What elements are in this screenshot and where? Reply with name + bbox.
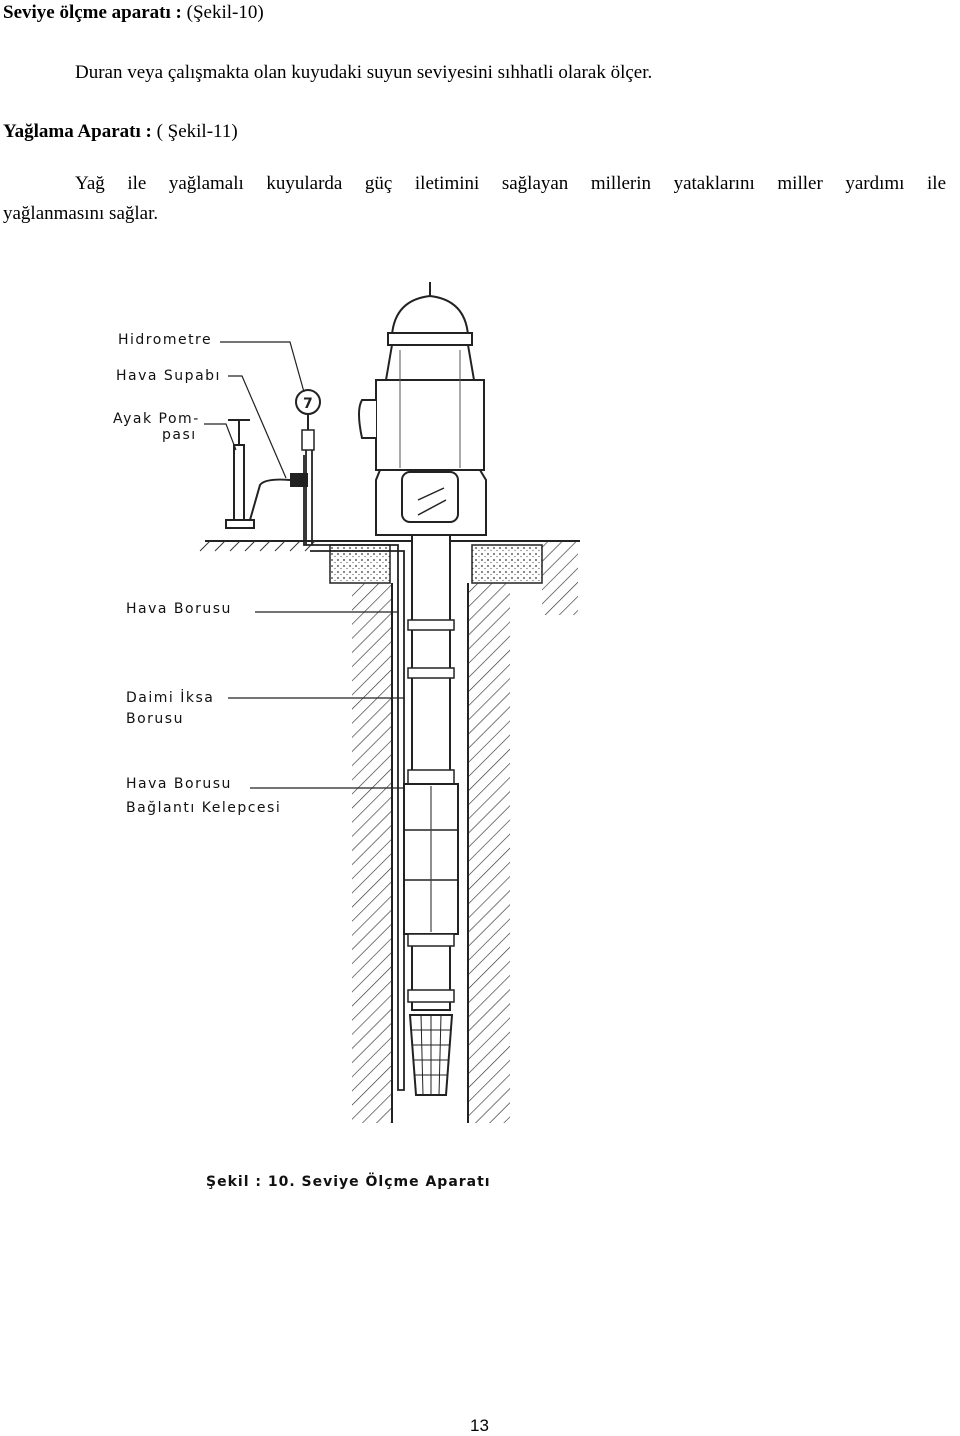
foot-pump-hose: [249, 478, 291, 521]
junction-box: [358, 399, 376, 439]
section-heading-yaglama: Yağlama Aparatı : ( Şekil-11): [3, 121, 238, 143]
label-ayak-pompasi-2: pası: [162, 427, 197, 443]
label-ayak-pompasi-1: Ayak Pom-: [113, 411, 200, 427]
motor-body-upper: [384, 344, 476, 381]
foot-pump-cylinder: [233, 444, 245, 521]
section-heading-seviye: Seviye ölçme aparatı : (Şekil-10): [3, 2, 264, 24]
label-hava-supabi: Hava Supabı: [116, 368, 221, 384]
well-wall-right: [468, 583, 510, 1123]
label-kelepce-2: Bağlantı Kelepcesi: [126, 800, 282, 816]
heading-figure-ref: ( Şekil-11): [151, 121, 238, 142]
label-kelepce-1: Hava Borusu: [126, 776, 232, 792]
leader-lines: [204, 341, 404, 789]
pump-window: [401, 471, 459, 523]
paragraph-yaglama-line1: Yağ ile yağlamalı kuyularda güç iletimin…: [75, 173, 946, 194]
paragraph-yaglama-line2: yağlanmasını sağlar.: [3, 203, 159, 224]
heading-figure-ref: (Şekil-10): [181, 2, 264, 23]
ground-hatch-left: [199, 540, 316, 552]
air-valve: [290, 473, 308, 487]
page-number: 13: [470, 1416, 489, 1435]
motor-rim: [387, 332, 473, 346]
gauge-digit: 7: [303, 396, 313, 412]
heading-bold: Seviye ölçme aparatı :: [3, 2, 182, 23]
figure-caption: Şekil : 10. Seviye Ölçme Aparatı: [206, 1174, 491, 1190]
motor-cap: [390, 294, 470, 336]
pressure-gauge: [295, 389, 321, 415]
label-hidrometre: Hidrometre: [118, 332, 213, 348]
label-daimi-iksa-2: Borusu: [126, 711, 184, 727]
paragraph-seviye: Duran veya çalışmakta olan kuyudaki suyu…: [75, 62, 653, 83]
well-wall-left: [352, 583, 392, 1123]
label-daimi-iksa-1: Daimi İksa: [126, 690, 215, 706]
concrete-slab-right: [471, 544, 543, 584]
ground-right-hatch: [542, 541, 578, 615]
label-hava-borusu: Hava Borusu: [126, 601, 232, 617]
heading-bold: Yağlama Aparatı :: [3, 121, 152, 142]
air-pipe: [303, 455, 405, 1091]
motor-body: [375, 379, 485, 471]
